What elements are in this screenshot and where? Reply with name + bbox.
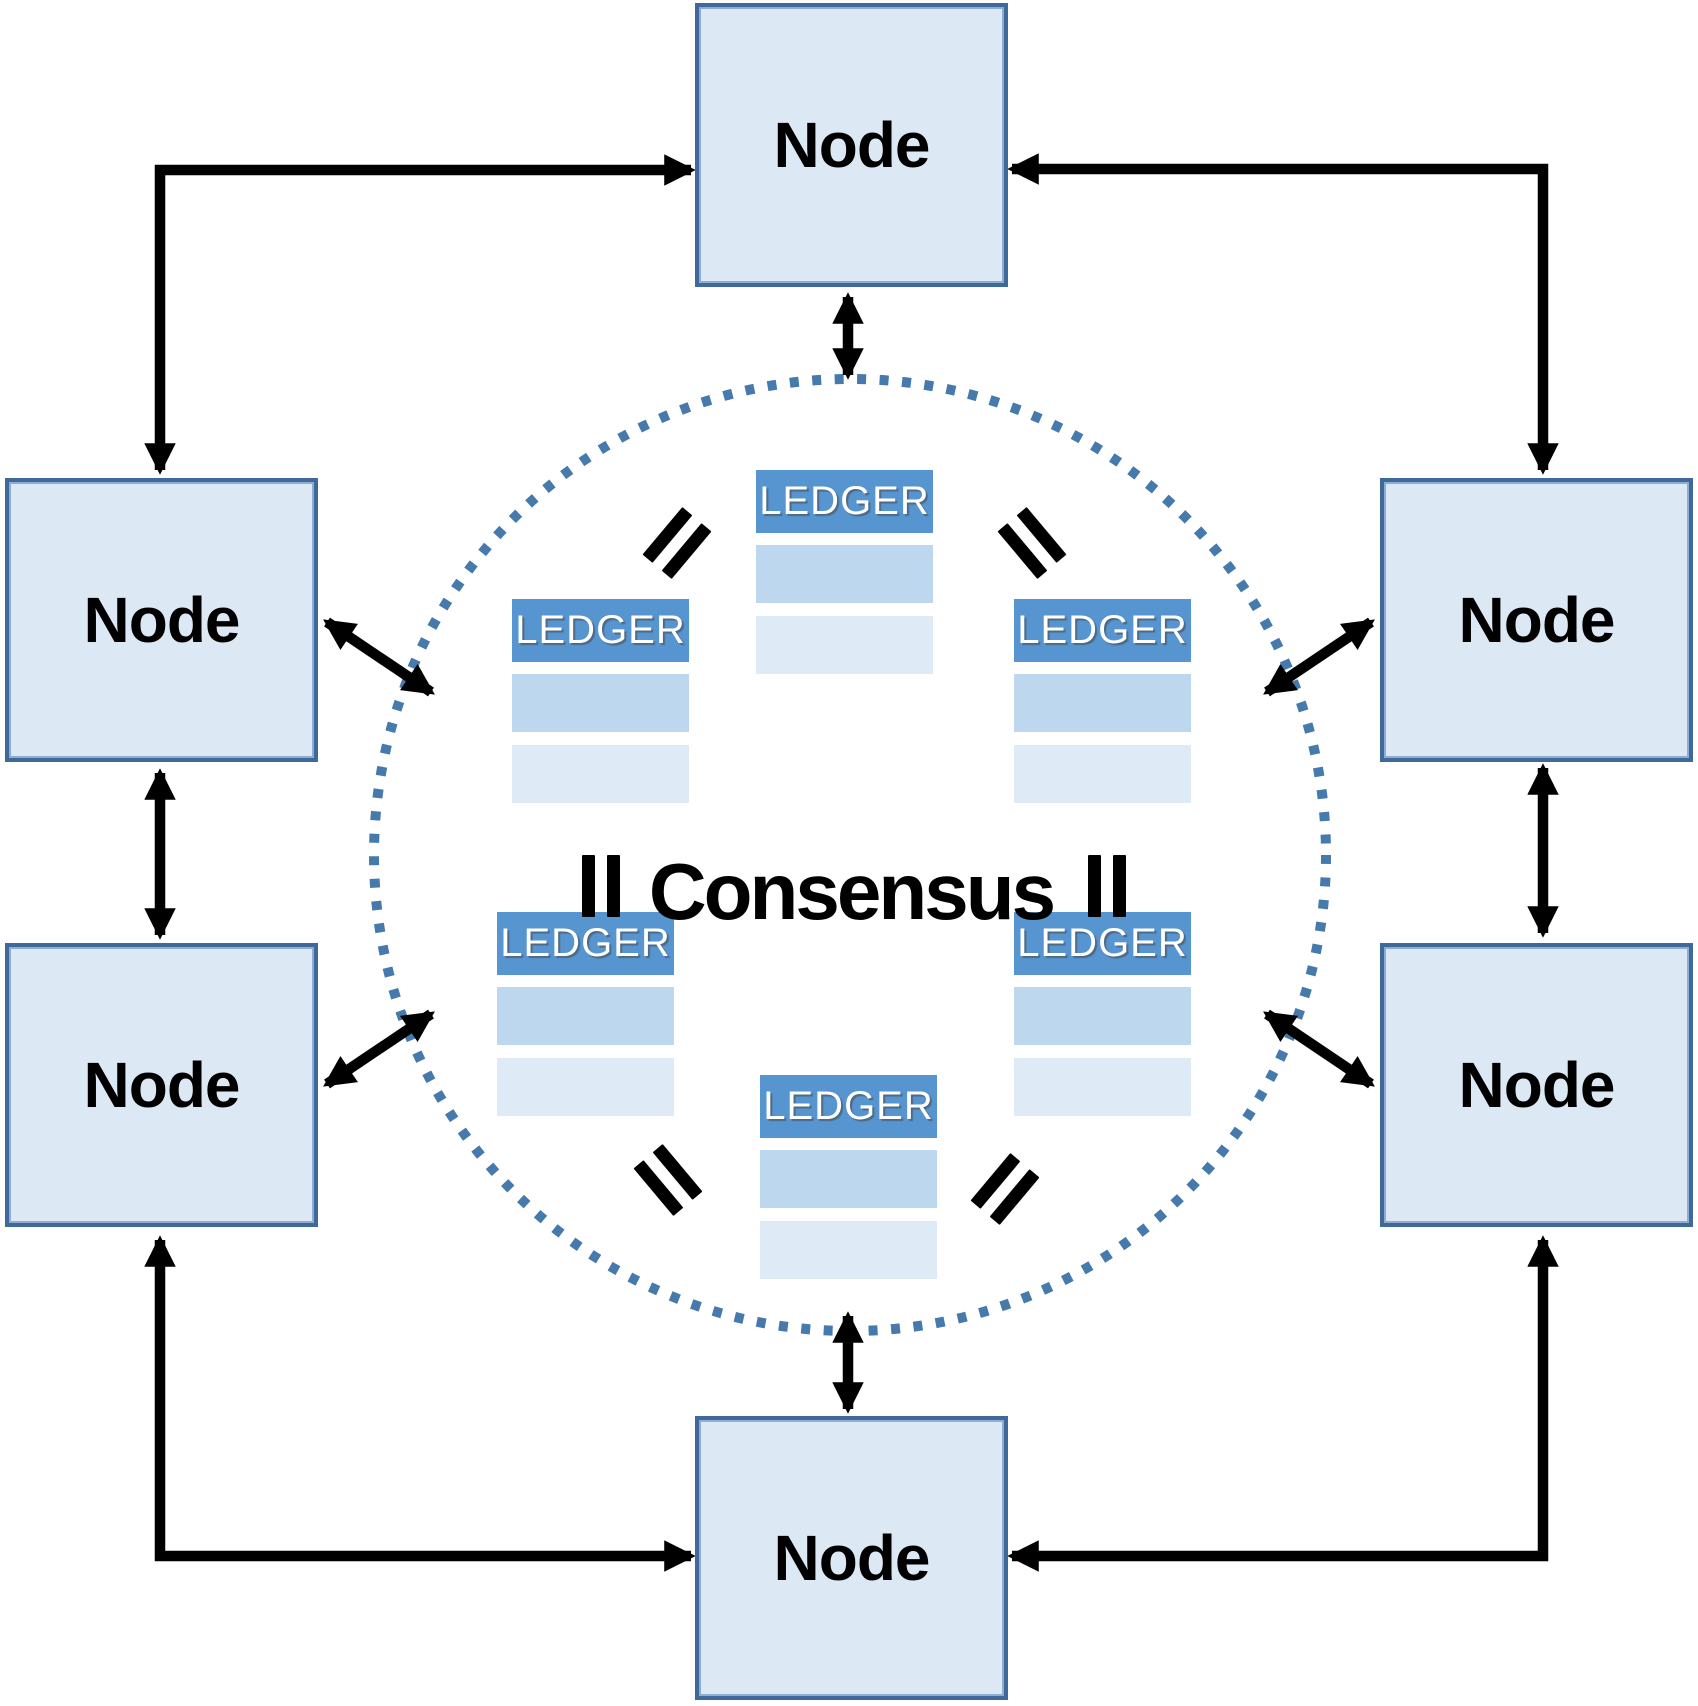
equals-icon (633, 1144, 703, 1216)
ledger-row (760, 1150, 937, 1208)
ledger-header: LEDGER (760, 1075, 937, 1138)
equals-icon (970, 1153, 1040, 1225)
node-label: Node (773, 109, 931, 181)
node-lower-left: Node (5, 943, 318, 1227)
equals-icon (1088, 855, 1126, 917)
ledger-row (756, 545, 933, 603)
node-top: Node (695, 3, 1008, 287)
arrow-upperright-node-circle (1263, 617, 1375, 697)
equals-bar (582, 855, 595, 917)
ledger-header: LEDGER (756, 470, 933, 533)
equals-icon (582, 855, 620, 917)
ledger-upper-left: LEDGER (512, 599, 689, 803)
arrow-topright-elbow (1007, 153, 1559, 475)
arrow-lowerleft-node-circle (323, 1009, 435, 1089)
ledger-bottom: LEDGER (760, 1075, 937, 1279)
node-label: Node (83, 1049, 241, 1121)
arrow-bottomright-elbow (1007, 1235, 1559, 1572)
ledger-row (1014, 1058, 1191, 1116)
ledger-row (497, 1058, 674, 1116)
node-label: Node (83, 584, 241, 656)
node-label: Node (1458, 584, 1616, 656)
arrow-lowerright-node-circle (1263, 1009, 1375, 1089)
ledger-row (1014, 674, 1191, 732)
ledger-row (1014, 987, 1191, 1045)
ledger-lower-left: LEDGER (497, 912, 674, 1116)
ledger-top: LEDGER (756, 470, 933, 674)
ledger-upper-right: LEDGER (1014, 599, 1191, 803)
equals-icon (997, 507, 1067, 579)
ledger-row (512, 745, 689, 803)
equals-bar (607, 855, 620, 917)
node-label: Node (773, 1522, 931, 1594)
arrow-upperleft-node-circle (323, 617, 435, 697)
ledger-row (497, 987, 674, 1045)
ledger-row (512, 674, 689, 732)
node-upper-left: Node (5, 478, 318, 762)
ledger-row (756, 616, 933, 674)
ledger-row (760, 1221, 937, 1279)
arrow-topleft-elbow (144, 154, 696, 475)
ledger-lower-right: LEDGER (1014, 912, 1191, 1116)
node-lower-right: Node (1380, 943, 1693, 1227)
node-upper-right: Node (1380, 478, 1693, 762)
consensus-title: Consensus (648, 847, 1056, 936)
ledger-header: LEDGER (512, 599, 689, 662)
ledger-row (1014, 745, 1191, 803)
node-label: Node (1458, 1049, 1616, 1121)
arrow-bottomleft-elbow (144, 1235, 696, 1572)
node-bottom: Node (695, 1416, 1008, 1700)
equals-icon (642, 507, 712, 579)
equals-bar (1113, 855, 1126, 917)
ledger-header: LEDGER (1014, 599, 1191, 662)
equals-bar (1088, 855, 1101, 917)
